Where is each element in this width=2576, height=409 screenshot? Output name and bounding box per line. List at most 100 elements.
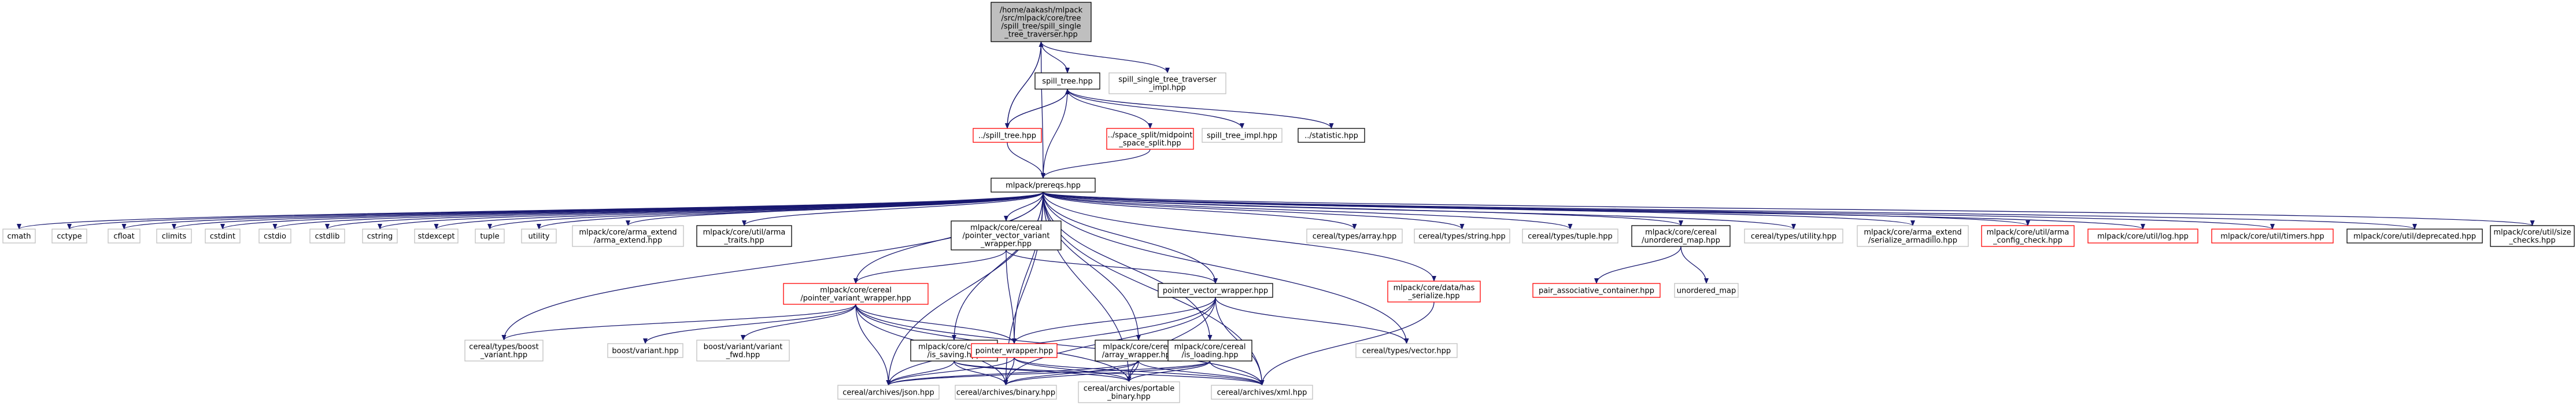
node-boost-variant[interactable]: boost/variant.hpp <box>607 343 683 358</box>
node-box <box>1532 283 1661 298</box>
node-pointer-wrapper[interactable]: pointer_wrapper.hpp <box>971 343 1058 358</box>
node-label-line: spill_tree_impl.hpp <box>1207 132 1277 141</box>
node-box <box>572 225 684 247</box>
node-spill-tree[interactable]: spill_tree.hpp <box>1034 72 1100 90</box>
node-box <box>2211 229 2334 244</box>
edge-prereqs-to-has_serialize <box>1043 191 1436 282</box>
node-box <box>51 229 87 244</box>
node-pair-assoc[interactable]: pair_associative_container.hpp <box>1532 283 1661 298</box>
node-is-loading[interactable]: mlpack/core/cereal/is_loading.hpp <box>1167 340 1252 362</box>
node-box <box>783 283 929 305</box>
edge-spill_tree-to-midpoint <box>1067 89 1152 129</box>
node-label-line: spill_tree.hpp <box>1042 78 1092 86</box>
edge-unordered_map_hpp-to-unordered_map <box>1680 246 1709 284</box>
node-label-line: _impl.hpp <box>1148 84 1186 93</box>
node-pvw[interactable]: mlpack/core/cereal/pointer_variant_wrapp… <box>783 283 929 305</box>
node-ct-vector[interactable]: cereal/types/vector.hpp <box>1355 343 1458 358</box>
node-label-line: pair_associative_container.hpp <box>1539 287 1654 296</box>
node-deprecated[interactable]: mlpack/core/util/deprecated.hpp <box>2346 229 2483 244</box>
node-box <box>1158 283 1273 298</box>
node-box <box>2087 229 2198 244</box>
node-label-line: _tree_traverser.hpp <box>1004 31 1077 39</box>
node-tuple[interactable]: tuple <box>475 229 505 244</box>
node-serialize-arma[interactable]: mlpack/core/arma_extend/serialize_armadi… <box>1857 225 1969 247</box>
edge-spill_tree-to-tree_impl <box>1067 89 1244 129</box>
node-label-line: mlpack/core/util/size <box>2493 229 2571 237</box>
node-label-line: _space_split.hpp <box>1118 139 1181 148</box>
node-box <box>991 178 1096 193</box>
node-stdexcept[interactable]: stdexcept <box>414 229 459 244</box>
node-label-line: cereal/archives/portable <box>1084 385 1175 393</box>
node-ct-array[interactable]: cereal/types/array.hpp <box>1306 229 1403 244</box>
edge-prereqs-to-array_wrapper <box>1043 191 1141 341</box>
node-timers[interactable]: mlpack/core/util/timers.hpp <box>2211 229 2334 244</box>
node-arma-traits[interactable]: mlpack/core/util/arma_traits.hpp <box>696 225 792 247</box>
node-box <box>1108 72 1226 94</box>
node-boost-variant-ct[interactable]: cereal/types/boost_variant.hpp <box>464 340 544 362</box>
node-log[interactable]: mlpack/core/util/log.hpp <box>2087 229 2198 244</box>
node-ct-string[interactable]: cereal/types/string.hpp <box>1414 229 1510 244</box>
node-label-line: cereal/types/array.hpp <box>1313 233 1396 241</box>
node-box <box>991 2 1092 42</box>
edge-is_loading-to-json <box>886 360 1211 386</box>
node-label-line: mlpack/core/cereal <box>820 286 892 295</box>
node-label-line: mlpack/core/arma_extend <box>1864 229 1961 237</box>
node-boost-variant-fwd[interactable]: boost/variant/variant_fwd.hpp <box>696 340 790 362</box>
node-label-line: mlpack/core/util/log.hpp <box>2097 233 2189 241</box>
node-unordered-map[interactable]: unordered_map <box>1674 283 1739 298</box>
edge-is_loading-to-portable <box>1126 360 1211 382</box>
node-binary[interactable]: cereal/archives/binary.hpp <box>955 385 1057 400</box>
node-portable[interactable]: cereal/archives/portable_binary.hpp <box>1078 381 1180 403</box>
node-box <box>1981 225 2075 247</box>
edge-pvvw-to-pointer_vector_wrapper <box>1006 249 1218 284</box>
node-cmath[interactable]: cmath <box>2 229 36 244</box>
edge-prereqs-to-cstdint <box>220 191 1044 230</box>
node-label-line: /unordered_map.hpp <box>1642 237 1720 245</box>
node-cstdlib[interactable]: cstdlib <box>309 229 345 244</box>
node-prereqs[interactable]: mlpack/prereqs.hpp <box>991 178 1096 193</box>
node-box <box>414 229 459 244</box>
node-box <box>2 229 36 244</box>
node-statistic[interactable]: ../statistic.hpp <box>1298 128 1365 143</box>
node-label-line: cmath <box>7 233 31 241</box>
node-label-line: /pointer_variant_wrapper.hpp <box>800 294 911 303</box>
node-root[interactable]: /home/aakash/mlpack/src/mlpack/core/tree… <box>991 2 1092 42</box>
node-size-checks[interactable]: mlpack/core/util/size_checks.hpp <box>2490 225 2575 247</box>
node-spill-tree-up[interactable]: ../spill_tree.hpp <box>973 128 1042 143</box>
edge-prereqs-to-ct_utility <box>1043 191 1796 230</box>
node-has-serialize[interactable]: mlpack/core/data/has_serialize.hpp <box>1387 281 1481 303</box>
node-tree-impl[interactable]: spill_tree_impl.hpp <box>1202 128 1283 143</box>
node-pointer-vector-wrapper[interactable]: pointer_vector_wrapper.hpp <box>1158 283 1273 298</box>
node-box <box>1355 343 1458 358</box>
node-box <box>1857 225 1969 247</box>
node-unordered-map-hpp[interactable]: mlpack/core/cereal/unordered_map.hpp <box>1631 225 1731 247</box>
node-ct-utility[interactable]: cereal/types/utility.hpp <box>1744 229 1843 244</box>
node-box <box>1211 385 1313 400</box>
edge-prereqs-to-arma_traits <box>742 191 1044 226</box>
node-label-line: mlpack/core/util/arma <box>703 229 786 237</box>
node-cstring[interactable]: cstring <box>362 229 398 244</box>
node-label-line: climits <box>162 233 187 241</box>
node-arma-config[interactable]: mlpack/core/util/arma_config_check.hpp <box>1981 225 2075 247</box>
node-label-line: cereal/types/tuple.hpp <box>1528 233 1612 241</box>
edge-prereqs-to-ct_tuple <box>1043 191 1573 230</box>
node-single-impl[interactable]: spill_single_tree_traverser_impl.hpp <box>1108 72 1226 94</box>
node-pvvw[interactable]: mlpack/core/cereal/pointer_vector_varian… <box>951 220 1062 250</box>
edge-has_serialize-to-xml <box>1259 301 1435 386</box>
node-climits[interactable]: climits <box>156 229 192 244</box>
node-ct-tuple[interactable]: cereal/types/tuple.hpp <box>1522 229 1618 244</box>
node-cstdio[interactable]: cstdio <box>258 229 291 244</box>
node-midpoint[interactable]: ../space_split/midpoint_space_split.hpp <box>1106 128 1194 150</box>
node-arma-extend[interactable]: mlpack/core/arma_extend/arma_extend.hpp <box>572 225 684 247</box>
edge-spill_tree_up-to-prereqs <box>1007 142 1045 179</box>
node-xml[interactable]: cereal/archives/xml.hpp <box>1211 385 1313 400</box>
edge-prereqs-to-cstdlib <box>325 191 1044 230</box>
edge-prereqs-to-boost_variant_ct <box>501 191 1044 341</box>
node-cfloat[interactable]: cfloat <box>108 229 141 244</box>
node-json[interactable]: cereal/archives/json.hpp <box>837 385 940 400</box>
node-array-wrapper[interactable]: mlpack/core/cereal/array_wrapper.hpp <box>1095 340 1182 362</box>
node-cstdint[interactable]: cstdint <box>205 229 241 244</box>
node-cctype[interactable]: cctype <box>51 229 87 244</box>
node-utility[interactable]: utility <box>521 229 557 244</box>
node-box <box>2490 225 2575 247</box>
